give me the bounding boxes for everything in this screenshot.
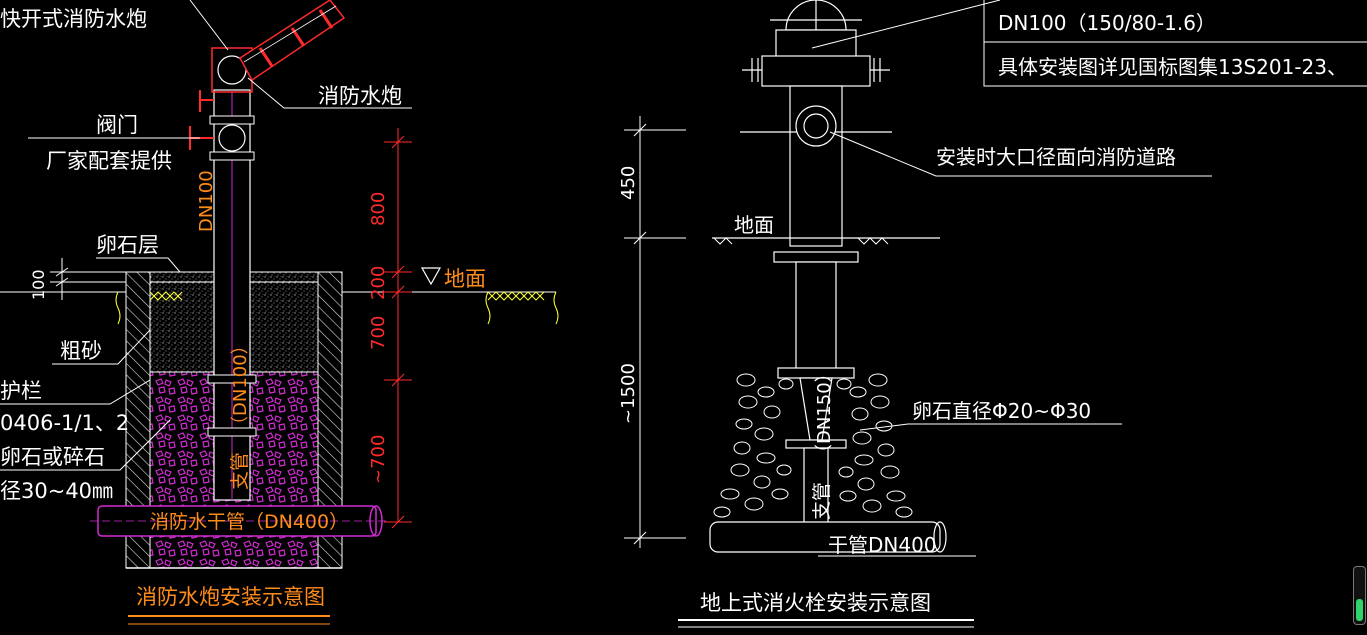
label-branch-dn: （DN150） [814, 364, 835, 462]
pebbles [713, 373, 913, 518]
outlet-icon [795, 105, 837, 147]
label-cannon: 消防水炮 [318, 84, 402, 108]
label-hydrant-branch: 支管 [811, 482, 833, 520]
dim-700b: ~700 [368, 435, 389, 484]
label-dn100-riser: DN100 [196, 170, 217, 232]
dim-100: 100 [29, 269, 48, 300]
dim-200: 200 [368, 266, 389, 300]
hydrant-labels: DN100（150/80-1.6） 具体安装图详见国标图集13S201-23、 … [618, 11, 1347, 628]
right-title: 地上式消火栓安装示意图 [700, 591, 931, 615]
label-pebble-gravel: 卵石或碎石 [0, 445, 105, 469]
label-orientation: 安装时大口径面向消防道路 [936, 145, 1176, 169]
dim-700: 700 [368, 316, 389, 350]
vertical-scrollbar[interactable] [1353, 566, 1366, 625]
hydrant-dimension [624, 116, 686, 548]
label-dn100-lower: （DN100） [230, 336, 251, 434]
label-factory: 厂家配套提供 [46, 149, 172, 173]
label-spec: DN100（150/80-1.6） [998, 11, 1216, 35]
dim-800: 800 [368, 192, 389, 226]
label-diameter: 径30~40㎜ [0, 479, 113, 503]
label-main-pipe: 消防水干管（DN400） [150, 511, 348, 533]
dim-450: 450 [618, 166, 639, 200]
dimension-chain [384, 128, 412, 529]
label-guardrail: 护栏 [0, 379, 42, 403]
label-quick-cannon: 快开式消防水炮 [0, 7, 147, 31]
label-valve: 阀门 [96, 113, 138, 137]
ground-marker-icon [420, 267, 442, 286]
valve-icon [218, 124, 246, 152]
label-branch: 支管 [229, 452, 251, 490]
label-guard-std: 0406-1/1、2 [0, 411, 129, 435]
cannon-diagram [0, 0, 559, 569]
hydrant-diagram [624, 0, 1367, 557]
label-pebble-layer: 卵石层 [96, 233, 159, 257]
label-coarse-sand: 粗砂 [60, 339, 102, 363]
cannon-labels: 快开式消防水炮 消防水炮 阀门 厂家配套提供 卵石层 粗砂 护栏 0406-1/… [0, 7, 486, 625]
left-title: 消防水炮安装示意图 [136, 585, 325, 609]
label-pebble-dia: 卵石直径Φ20~Φ30 [912, 399, 1091, 423]
hydrant-main-pipe [709, 521, 941, 553]
dim-1500: ~1500 [618, 363, 639, 424]
label-hydrant-main: 干管DN400 [828, 533, 937, 557]
scrollbar-thumb[interactable] [1356, 599, 1363, 621]
cannon-icon [211, 0, 346, 93]
label-atlas: 具体安装图详见国标图集13S201-23、 [998, 55, 1347, 79]
label-ground: 地面 [444, 267, 486, 291]
label-hydrant-ground: 地面 [734, 213, 774, 237]
